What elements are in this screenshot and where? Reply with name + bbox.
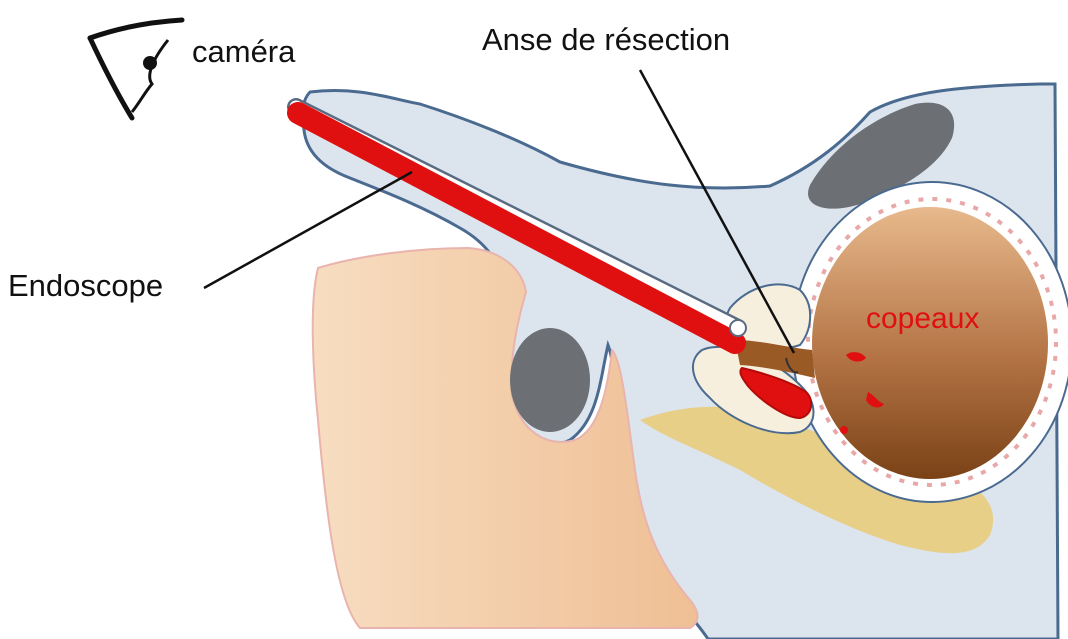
label-anse-de-resection: Anse de résection [482, 24, 730, 55]
pubic-bone [510, 328, 590, 432]
bladder-interior [812, 207, 1048, 479]
endoscope-tip [730, 320, 746, 336]
label-endoscope: Endoscope [8, 270, 163, 301]
label-camera: caméra [192, 36, 295, 67]
chip-3 [840, 426, 848, 434]
eye-icon [90, 20, 182, 118]
label-copeaux: copeaux [866, 304, 979, 334]
